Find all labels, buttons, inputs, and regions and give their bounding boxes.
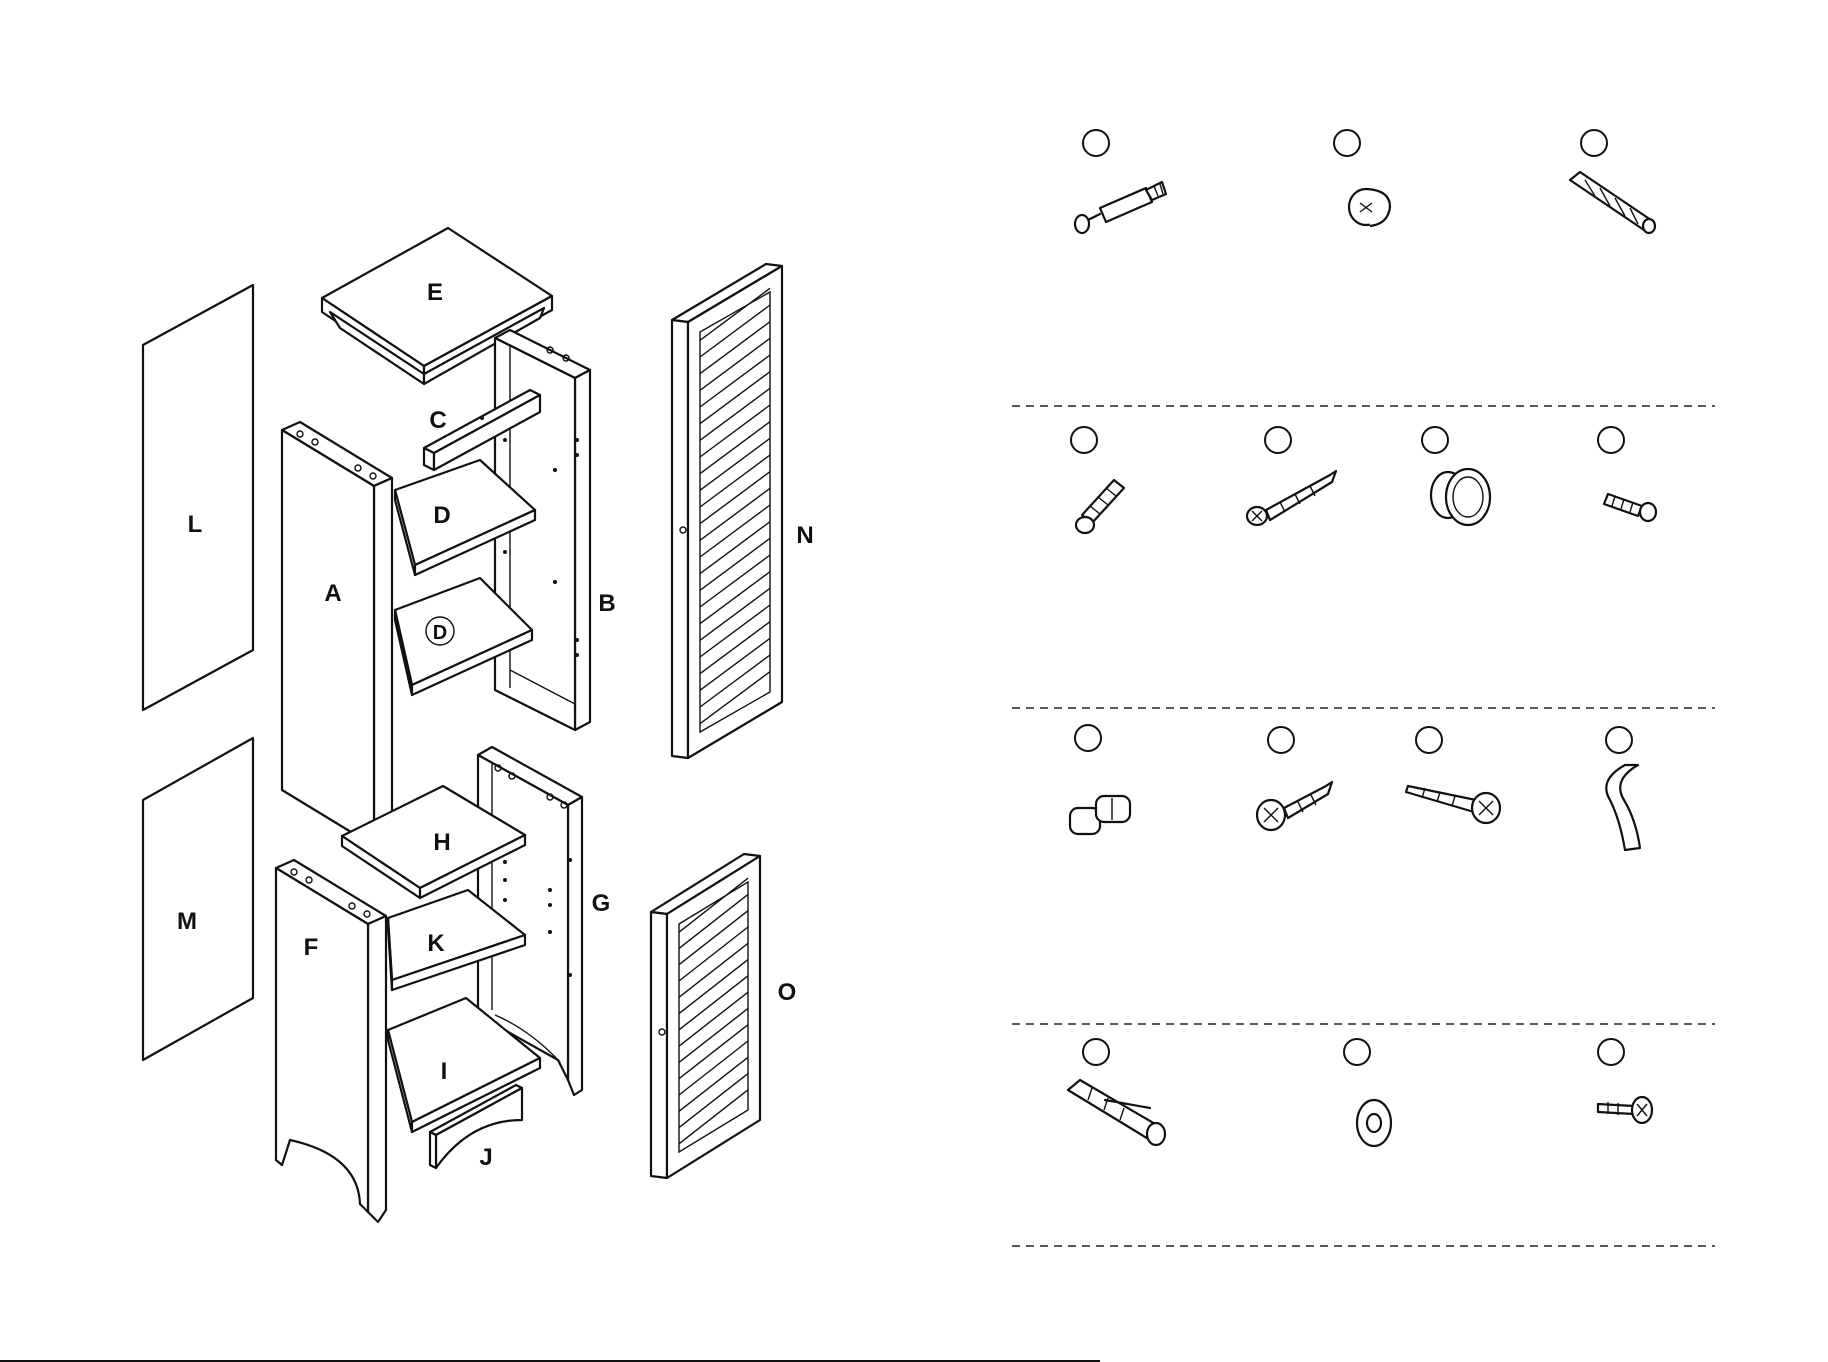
hardware-marker bbox=[1344, 1039, 1370, 1065]
label-i: I bbox=[441, 1058, 448, 1085]
label-g: G bbox=[592, 890, 611, 917]
label-n: N bbox=[796, 522, 813, 549]
side-panel-f: F bbox=[276, 860, 386, 1222]
long-wood-screw-icon bbox=[1247, 471, 1336, 525]
label-c: C bbox=[429, 407, 446, 434]
machine-screw-icon bbox=[1076, 480, 1124, 533]
cam-lock-icon bbox=[1349, 189, 1390, 226]
short-screw-icon bbox=[1257, 782, 1332, 830]
wall-anchor-icon bbox=[1068, 1080, 1165, 1145]
door-o: O bbox=[651, 854, 796, 1178]
hardware-marker bbox=[1083, 1039, 1109, 1065]
label-h: H bbox=[433, 829, 450, 856]
label-d-circled: D bbox=[433, 622, 447, 644]
hardware-marker bbox=[1581, 130, 1607, 156]
label-e: E bbox=[427, 279, 443, 306]
hardware-marker bbox=[1416, 727, 1442, 753]
hardware-marker bbox=[1606, 727, 1632, 753]
hardware-marker bbox=[1071, 427, 1097, 453]
washer-icon bbox=[1357, 1100, 1391, 1146]
hardware-marker bbox=[1334, 130, 1360, 156]
label-l: L bbox=[188, 511, 203, 538]
side-panel-a: A bbox=[282, 422, 392, 846]
label-b: B bbox=[598, 590, 615, 617]
hardware-marker bbox=[1598, 1039, 1624, 1065]
label-o: O bbox=[778, 979, 797, 1006]
pan-head-screw-icon bbox=[1406, 786, 1500, 823]
panel-l: L bbox=[143, 285, 253, 710]
label-f: F bbox=[304, 934, 319, 961]
door-n: N bbox=[672, 264, 814, 758]
wood-dowel-icon bbox=[1570, 172, 1655, 233]
short-bolt-icon bbox=[1604, 494, 1656, 521]
label-d: D bbox=[433, 502, 450, 529]
knob-icon bbox=[1431, 469, 1490, 525]
hardware-marker bbox=[1598, 427, 1624, 453]
panel-m: M bbox=[143, 738, 253, 1060]
label-k: K bbox=[427, 930, 445, 957]
strap-icon bbox=[1606, 765, 1640, 850]
hardware-marker bbox=[1075, 725, 1101, 751]
hardware-marker bbox=[1268, 727, 1294, 753]
cam-bolt-icon bbox=[1075, 182, 1166, 233]
hardware-marker bbox=[1422, 427, 1448, 453]
hardware-marker bbox=[1265, 427, 1291, 453]
label-m: M bbox=[177, 908, 197, 935]
label-a: A bbox=[324, 580, 341, 607]
small-screw-icon bbox=[1598, 1097, 1652, 1123]
hardware-marker bbox=[1083, 130, 1109, 156]
shelf-pin-icon bbox=[1070, 796, 1130, 834]
label-j: J bbox=[479, 1144, 492, 1171]
